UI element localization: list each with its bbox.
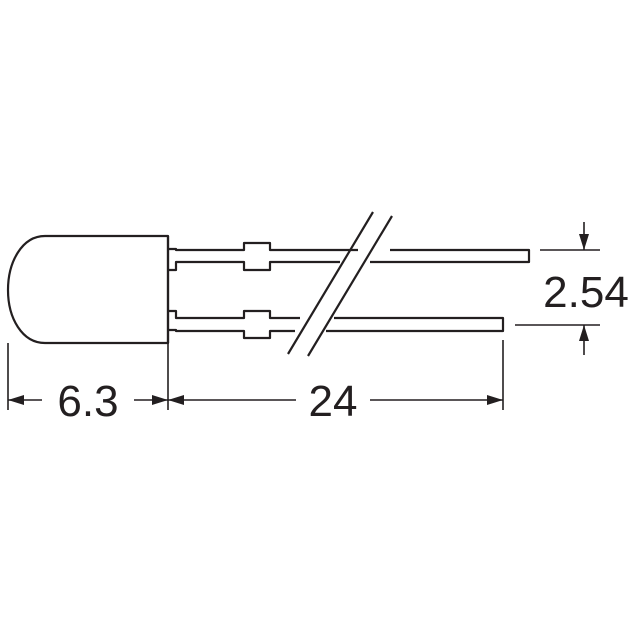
- lead-upper: [168, 241, 531, 272]
- break-line-right: [307, 215, 393, 357]
- arrow-right-lead: [487, 395, 503, 405]
- dimension-label-body-length: 6.3: [57, 377, 118, 426]
- arrow-left-lead: [168, 395, 184, 405]
- dimension-label-lead-length: 24: [309, 377, 358, 426]
- dimension-body-length: 6.3: [8, 377, 168, 426]
- break-line-left: [287, 211, 374, 355]
- lead-lower: [168, 309, 505, 340]
- arrow-right-body: [152, 395, 168, 405]
- led-body: [6, 234, 170, 345]
- dimension-label-lead-spacing: 2.54: [543, 268, 629, 317]
- arrow-up-pitch: [579, 325, 589, 341]
- arrow-left-body: [8, 395, 24, 405]
- dimension-lead-length: 24: [168, 377, 503, 426]
- arrow-down-pitch: [579, 234, 589, 250]
- dimension-lead-spacing: 2.54: [543, 222, 629, 355]
